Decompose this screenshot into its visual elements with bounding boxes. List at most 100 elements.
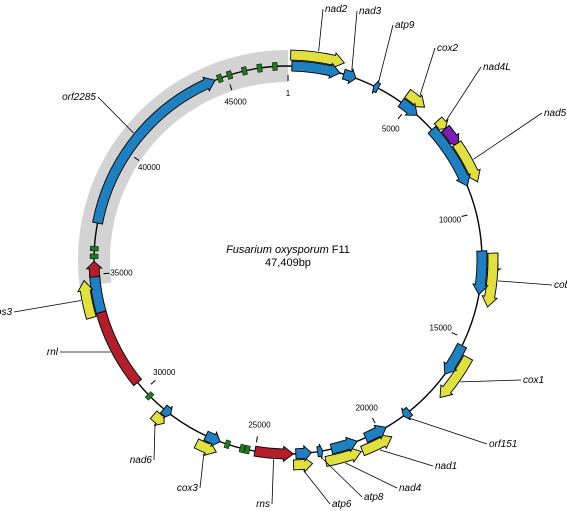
- label-leader-atp8: [320, 456, 363, 498]
- gene-label-atp8: atp8: [364, 492, 384, 503]
- gene-atp6: [292, 455, 314, 473]
- gene-cob-core: [472, 250, 489, 296]
- gene-rns: [253, 445, 294, 463]
- trna-mark: [89, 245, 99, 252]
- coordinate-label: 15000: [430, 324, 453, 333]
- label-leader-nad2: [318, 8, 324, 52]
- gene-rnl-end: [85, 260, 103, 278]
- label-leader-cox3: [199, 453, 205, 489]
- genome-size-label: 47,409bp: [265, 257, 311, 269]
- coordinate-tick: [255, 436, 258, 443]
- gene-nad2-core: [291, 60, 341, 79]
- coordinate-label: 25000: [248, 421, 271, 430]
- gene-nad6-core: [159, 404, 173, 419]
- coordinate-label: 5000: [382, 124, 400, 133]
- gene-label-cox2: cox2: [437, 43, 459, 54]
- gene-label-rns: rns: [256, 499, 270, 510]
- coordinate-label: 10000: [439, 215, 462, 224]
- trna-mark: [89, 253, 99, 259]
- gene-nad5: [452, 140, 481, 183]
- label-leader-nad1: [379, 449, 434, 467]
- gene-nad4-core: [329, 436, 358, 455]
- gene-atp8: [316, 443, 324, 459]
- gene-cox2-core: [397, 97, 418, 116]
- gene-label-nad3: nad3: [359, 6, 382, 17]
- label-leader-rns: [271, 459, 274, 505]
- label-leader-atp6: [303, 470, 331, 505]
- coordinate-tick: [229, 84, 233, 91]
- coordinate-tick: [133, 156, 140, 161]
- gene-label-orf2285: orf2285: [62, 92, 96, 103]
- gene-nad5-orf: [440, 124, 460, 147]
- trna-mark: [223, 439, 232, 450]
- coordinate-label: 40000: [138, 163, 161, 172]
- gene-label-atp9: atp9: [395, 20, 415, 31]
- gene-atp9: [371, 79, 382, 94]
- label-leader-nad4: [345, 462, 398, 489]
- trna-mark: [225, 70, 234, 80]
- coordinate-tick: [150, 379, 156, 385]
- coordinate-label: 1: [286, 89, 291, 98]
- gene-label-cob: cob: [554, 280, 567, 291]
- trna-mark: [243, 444, 251, 455]
- gene-nad2: [290, 49, 346, 69]
- label-leader-nad4L: [445, 66, 482, 121]
- trna-mark: [256, 63, 263, 73]
- label-leader-cox1: [460, 379, 522, 383]
- label-leader-orf151: [409, 418, 488, 445]
- trna-mark: [215, 73, 224, 84]
- gene-cox1-core: [443, 342, 468, 375]
- gene-label-atp6: atp6: [332, 499, 352, 510]
- gene-label-cox3: cox3: [177, 483, 199, 494]
- organism-strain: F11: [332, 244, 350, 256]
- gene-nad1-core: [362, 424, 387, 443]
- gene-cox3-core: [203, 430, 221, 448]
- gene-atp6-core: [295, 444, 312, 462]
- coordinate-label: 20000: [356, 403, 379, 412]
- gene-nad6: [149, 410, 165, 427]
- gene-labels-layer: nad2nad3atp9cox2nad4Lnad5cobcox1orf151na…: [0, 4, 567, 510]
- gene-label-nad5: nad5: [544, 108, 567, 119]
- coordinate-label: 45000: [224, 97, 247, 106]
- trna-mark: [240, 66, 248, 76]
- coordinate-tick: [461, 214, 468, 217]
- label-leader-atp9: [378, 24, 394, 82]
- label-leader-orf2285: [97, 96, 134, 134]
- label-leader-cob: [497, 280, 553, 286]
- trna-mark: [238, 443, 246, 454]
- trna-marks-layer: [89, 62, 278, 455]
- coordinate-tick: [371, 417, 376, 424]
- gene-nad5-core: [427, 125, 471, 187]
- coordinate-tick: [451, 332, 458, 336]
- gene-cox1: [439, 354, 474, 399]
- gene-rnl: [95, 310, 143, 387]
- gene-orf151: [401, 406, 414, 421]
- gene-label-cox1: cox1: [523, 375, 544, 386]
- gene-feature-layer: [77, 49, 502, 473]
- gene-label-nad1: nad1: [435, 461, 457, 472]
- gene-label-rnl: rnl: [47, 347, 59, 358]
- trna-mark: [272, 62, 278, 71]
- coordinate-ticks-layer: 1500010000150002000025000300003500040000…: [103, 74, 468, 443]
- gene-orf2285: [92, 76, 216, 225]
- gene-label-nad6: nad6: [130, 455, 153, 466]
- gene-cox2: [404, 88, 426, 108]
- coordinate-label: 35000: [110, 268, 133, 277]
- label-leader-nad6: [153, 423, 156, 461]
- gene-label-orf151: orf151: [489, 439, 517, 450]
- gene-nad4L: [433, 116, 449, 131]
- gene-label-nad4: nad4: [399, 483, 422, 494]
- trna-mark: [144, 391, 155, 401]
- coordinate-label: 30000: [153, 368, 176, 377]
- gene-rps3: [77, 279, 97, 320]
- label-leader-nad3: [351, 10, 358, 71]
- label-leader-nad5: [473, 112, 543, 160]
- gene-label-rps3: rps3: [0, 307, 12, 318]
- organism-name: Fusarium oxysporum: [226, 244, 329, 256]
- coordinate-tick: [397, 113, 403, 120]
- label-leader-cox2: [419, 47, 436, 96]
- gene-cob: [481, 252, 499, 308]
- label-leader-rps3: [13, 300, 81, 313]
